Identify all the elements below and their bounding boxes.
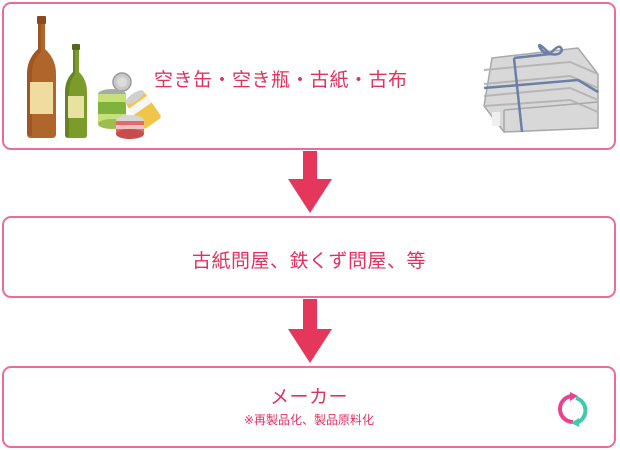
newspaper-bundle-icon [483,43,599,133]
step-box-manufacturer: メーカー ※再製品化、製品原料化 [2,366,616,448]
cans-icon [98,72,161,139]
bottles-cans-icon [27,16,161,139]
bottles-icon [27,16,87,138]
step-manufacturer-note: ※再製品化、製品原料化 [243,413,375,427]
recycle-icon [558,392,588,427]
step-collection-label: 空き缶・空き瓶・古紙・古布 [154,69,408,91]
step-box-collection: 空き缶・空き瓶・古紙・古布 [2,2,616,150]
step-manufacturer-label: メーカー [269,386,348,408]
down-arrow-icon [288,151,332,213]
step-box-wholesaler: 古紙問屋、鉄くず問屋、等 [2,216,616,298]
down-arrow-icon [288,299,332,363]
step-wholesaler-label: 古紙問屋、鉄くず問屋、等 [191,250,426,272]
